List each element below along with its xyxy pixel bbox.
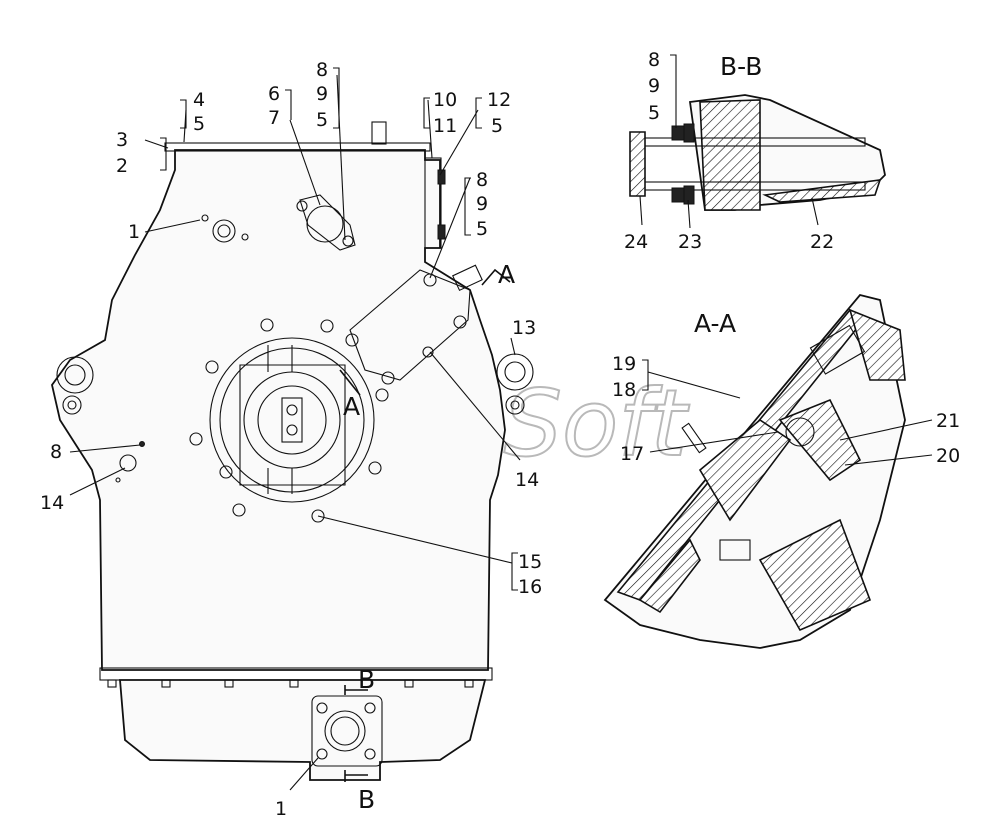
callout-8-right: 8 xyxy=(476,169,488,191)
callout-7: 7 xyxy=(268,107,280,129)
labels: B-B A-A A A B B 1 1 2 3 4 5 6 7 8 9 5 10… xyxy=(40,49,960,820)
callout-5-a: 5 xyxy=(193,113,205,135)
cut-line-b-bottom xyxy=(344,770,368,782)
housing-outline xyxy=(51,149,506,671)
bb-cap xyxy=(629,131,646,197)
callout-3: 3 xyxy=(116,129,128,151)
callout-2: 2 xyxy=(116,155,128,177)
callout-11: 11 xyxy=(433,115,457,137)
cut-marker-b-bottom: B xyxy=(358,785,375,814)
aa-spring xyxy=(809,324,866,375)
callout-9-right: 9 xyxy=(476,193,488,215)
bb-nut xyxy=(671,125,685,141)
bracket-bolt xyxy=(437,224,446,240)
callout-1-upper: 1 xyxy=(128,221,140,243)
left-lift-eye xyxy=(56,356,94,394)
callout-bb-9: 9 xyxy=(648,75,660,97)
callout-5-right: 5 xyxy=(476,218,488,240)
callout-8-top: 8 xyxy=(316,59,328,81)
callout-1-lower: 1 xyxy=(275,798,287,820)
callout-aa-21: 21 xyxy=(936,410,960,432)
left-mount-hole xyxy=(62,395,82,415)
cut-marker-a-mid: A xyxy=(343,392,360,421)
aa-inner-block xyxy=(698,419,792,522)
cut-marker-b-top: B xyxy=(358,665,375,694)
callout-aa-18: 18 xyxy=(612,379,636,401)
callout-15: 15 xyxy=(518,551,542,573)
callout-14-mid: 14 xyxy=(515,469,539,491)
callout-6: 6 xyxy=(268,83,280,105)
section-aa xyxy=(603,293,933,649)
bb-wall-hatch xyxy=(762,179,882,203)
leader-lines xyxy=(69,67,521,791)
callout-13: 13 xyxy=(512,317,536,339)
section-bb xyxy=(629,54,886,229)
section-title-bb: B-B xyxy=(720,52,762,81)
callout-bb-23: 23 xyxy=(678,231,702,253)
callout-aa-17: 17 xyxy=(620,443,644,465)
callout-5-b: 5 xyxy=(491,115,503,137)
callout-bb-5: 5 xyxy=(648,102,660,124)
bearing-housing xyxy=(209,337,375,503)
callout-bb-8: 8 xyxy=(648,49,660,71)
callout-5-top: 5 xyxy=(316,109,328,131)
callout-8-left: 8 xyxy=(50,441,62,463)
drain-flange xyxy=(311,695,383,767)
bb-flange-hatch xyxy=(699,99,761,211)
cut-line-b-top xyxy=(344,685,368,695)
plug-hole xyxy=(212,219,236,243)
callout-aa-20: 20 xyxy=(936,445,960,467)
oil-pan xyxy=(119,679,487,781)
callout-10: 10 xyxy=(433,89,457,111)
breather-bolt xyxy=(371,121,387,145)
callout-bb-24: 24 xyxy=(624,231,648,253)
callout-aa-19: 19 xyxy=(612,353,636,375)
bolt-ring xyxy=(189,318,389,523)
callout-bb-22: 22 xyxy=(810,231,834,253)
section-title-aa: A-A xyxy=(694,309,736,338)
right-mount-hole xyxy=(505,395,525,415)
callout-12: 12 xyxy=(487,89,511,111)
inspection-cover xyxy=(296,194,356,251)
aa-lower-block xyxy=(758,518,872,632)
cut-line-a-mid xyxy=(339,369,361,396)
flange-bolts xyxy=(107,679,474,688)
callout-4: 4 xyxy=(193,89,205,111)
drain-plug xyxy=(119,454,137,472)
bracket-bolt xyxy=(437,169,446,185)
cut-line-a xyxy=(481,268,511,286)
cut-marker-a-top: A xyxy=(498,260,515,289)
side-bracket xyxy=(424,157,442,249)
callout-16: 16 xyxy=(518,576,542,598)
housing-front-view xyxy=(51,121,534,782)
callout-9-top: 9 xyxy=(316,83,328,105)
aa-pivot xyxy=(785,417,815,447)
callout-14-left: 14 xyxy=(40,492,64,514)
actuator-assembly xyxy=(345,264,483,385)
